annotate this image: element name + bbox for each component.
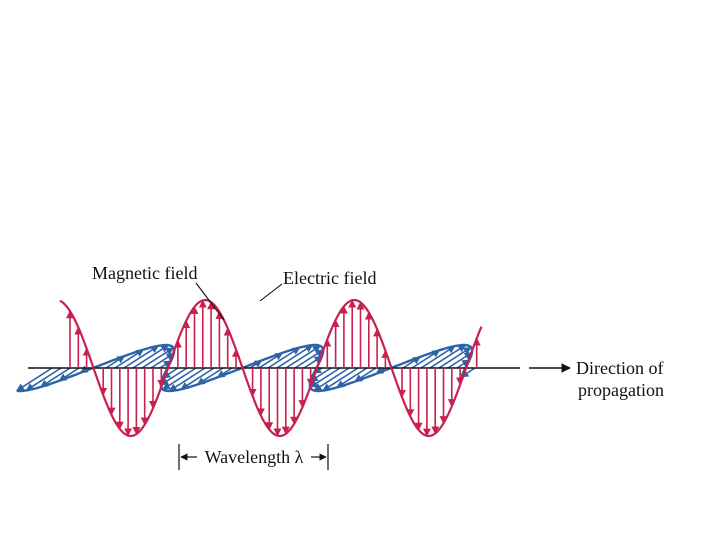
magnetic-field-vector (276, 344, 314, 369)
magnetic-field-vector (438, 346, 472, 369)
magnetic-field-curve (16, 343, 474, 393)
magnetic-field-vector (123, 345, 160, 369)
electric-field-label: Electric field (283, 268, 376, 288)
magnetic-field-vector (25, 367, 62, 392)
magnetic-field-vector (336, 367, 368, 389)
magnetic-field-vector (162, 367, 197, 391)
magnetic-field-vector (141, 347, 175, 369)
wavelength-label: Wavelength λ (205, 447, 304, 467)
electric-field-wave (59, 298, 483, 438)
magnetic-field-vector (168, 367, 206, 392)
magnetic-field-vector (322, 367, 359, 392)
direction-label-line2: propagation (578, 380, 664, 400)
magnetic-field-vector (132, 344, 170, 369)
magnetic-field-vector (429, 344, 467, 369)
magnetic-field-vector (411, 349, 441, 369)
magnetic-field-vector (420, 345, 456, 369)
electric-field-curve (59, 298, 483, 438)
electric-field-leader (259, 283, 283, 302)
magnetic-field-vector (294, 349, 324, 369)
magnetic-field-vector (447, 351, 473, 369)
magnetic-field-vector (313, 367, 350, 392)
direction-label-line1: Direction of (576, 358, 663, 378)
magnetic-field-vector (16, 367, 53, 392)
magnetic-field-vector (114, 348, 145, 369)
magnetic-field-vector (285, 345, 321, 369)
magnetic-field-vector (150, 352, 175, 369)
magnetic-field-vector (303, 355, 323, 369)
magnetic-field-vector (180, 367, 215, 390)
wavelength-marker: Wavelength λ (178, 444, 329, 470)
magnetic-field-leader (195, 282, 225, 321)
magnetic-field-label: Magnetic field (92, 263, 197, 283)
magnetic-field-vector (267, 346, 301, 369)
magnetic-field-vector (39, 367, 71, 388)
